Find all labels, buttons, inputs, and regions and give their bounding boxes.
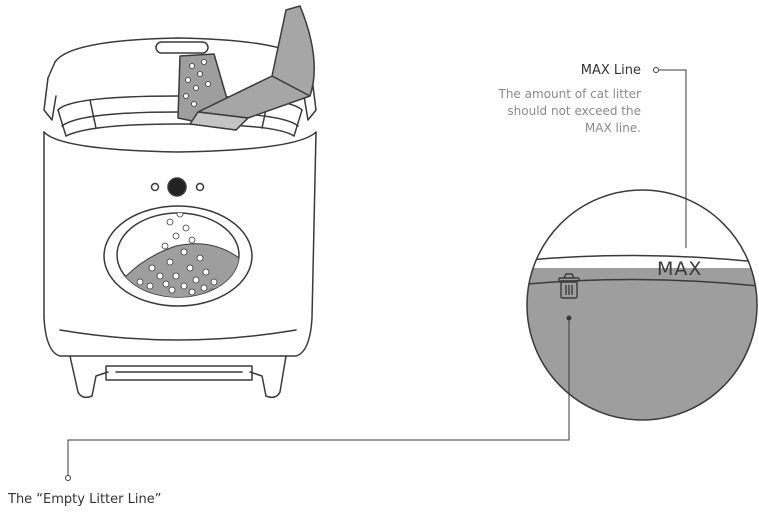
trash-bin-icon <box>558 273 580 299</box>
bag-fold <box>271 75 311 97</box>
sensor-right <box>195 182 205 192</box>
max-callout-title: MAX Line <box>581 63 641 78</box>
body-base-curve <box>59 329 297 341</box>
litter-mass <box>117 243 239 297</box>
max-mark-label: MAX <box>657 258 702 280</box>
leg-right <box>249 355 287 399</box>
leg-left <box>69 355 109 399</box>
sensor-left <box>150 182 160 192</box>
side-post-left <box>43 77 57 121</box>
empty-callout-title: The “Empty Litter Line” <box>7 492 161 507</box>
max-callout-leader <box>659 69 687 248</box>
inner-rib-a <box>89 99 97 129</box>
max-callout-desc-line-1: The amount of cat litter <box>498 87 642 101</box>
inner-basin-ring-2 <box>65 123 295 137</box>
sensor-center <box>167 177 187 197</box>
litter-bag <box>177 5 315 131</box>
window-outer <box>103 205 253 307</box>
magnified-view: MAX <box>526 189 758 421</box>
bag-spout <box>189 111 249 131</box>
max-callout: MAX Line The amount of cat litter should… <box>498 63 687 248</box>
max-callout-dot <box>653 67 659 73</box>
body-top-edge <box>43 131 317 153</box>
empty-callout-dot <box>65 475 71 481</box>
empty-callout-leader <box>67 318 570 475</box>
magnified-litter-fill <box>527 268 757 420</box>
rim-left-edge <box>47 61 56 79</box>
magnifier-circle <box>526 189 758 421</box>
inner-rib-left <box>57 109 67 137</box>
drawer <box>105 365 253 381</box>
max-line <box>527 254 757 263</box>
body-outline <box>43 131 317 357</box>
rim-handle-slot <box>155 41 209 54</box>
inner-rib-right <box>293 109 303 137</box>
max-callout-desc-line-3: MAX line. <box>585 121 641 135</box>
empty-callout: The “Empty Litter Line” <box>7 315 572 507</box>
max-callout-desc-line-2: should not exceed the <box>507 104 641 118</box>
empty-litter-line <box>527 278 757 287</box>
window-litter <box>117 213 239 297</box>
side-post-right <box>303 77 317 121</box>
